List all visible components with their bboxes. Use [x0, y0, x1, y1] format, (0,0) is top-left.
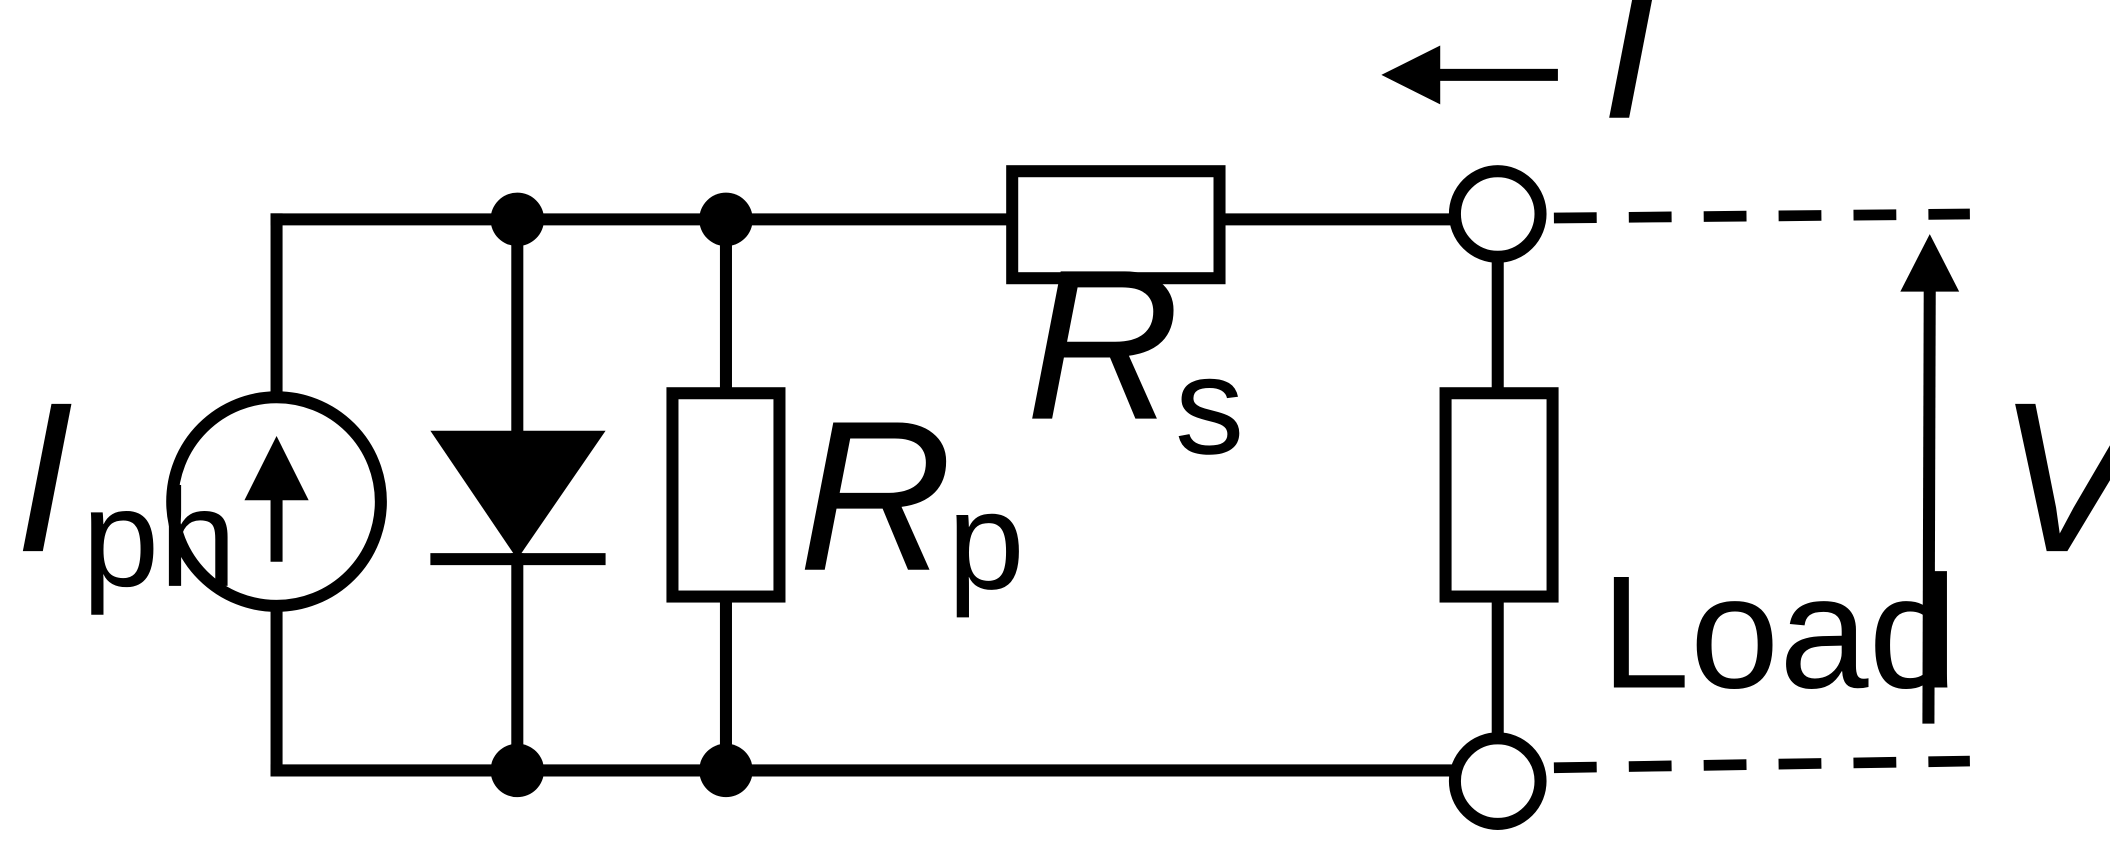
parallel-resistor-label: Rp: [798, 377, 1025, 619]
load-resistor-icon: [1439, 387, 1559, 603]
top-terminal-icon: [1448, 165, 1547, 263]
source-current-label: Iph: [14, 358, 236, 616]
bottom-terminal-icon: [1448, 732, 1547, 830]
source-current-subscript: ph: [82, 461, 237, 616]
junction-dot: [490, 192, 545, 247]
wires: [270, 213, 1504, 777]
current-arrow-icon: [1381, 45, 1558, 105]
bottom-dashed-line: [1553, 755, 1970, 774]
current-source-icon: [166, 391, 387, 612]
top-dashed-line: [1553, 208, 1970, 224]
junction-dot: [490, 743, 545, 798]
load-label: Load: [1601, 543, 1958, 722]
parallel-resistor-symbol: R: [798, 377, 953, 616]
junction-dot: [699, 743, 753, 798]
series-resistor-symbol: R: [1026, 226, 1181, 465]
source-current-symbol: I: [14, 358, 73, 597]
output-current-label: I: [1601, 0, 1660, 164]
junctions: [490, 192, 753, 798]
diode-icon: [430, 430, 606, 566]
series-resistor-subscript: s: [1175, 328, 1245, 483]
junction-dot: [699, 192, 753, 247]
series-resistor-label: Rs: [1026, 226, 1245, 484]
parallel-resistor-subscript: p: [947, 464, 1024, 619]
series-resistor-icon: [1006, 165, 1226, 285]
output-voltage-label: V: [1997, 358, 2110, 597]
parallel-resistor-icon: [666, 387, 786, 603]
voltage-arrow-icon: [1900, 234, 1960, 724]
